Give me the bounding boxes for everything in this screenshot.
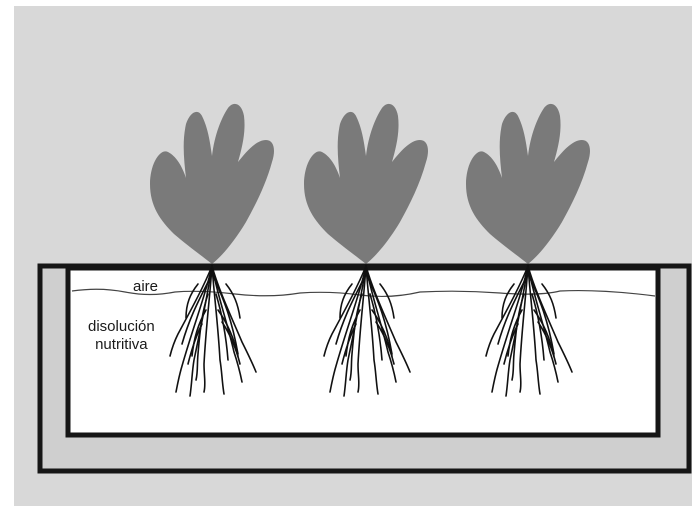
solution-label-line1: disolución — [88, 318, 155, 336]
air-label: aire — [133, 278, 158, 296]
solution-label: disolución nutritiva — [88, 318, 155, 354]
solution-label-line2: nutritiva — [88, 336, 155, 354]
